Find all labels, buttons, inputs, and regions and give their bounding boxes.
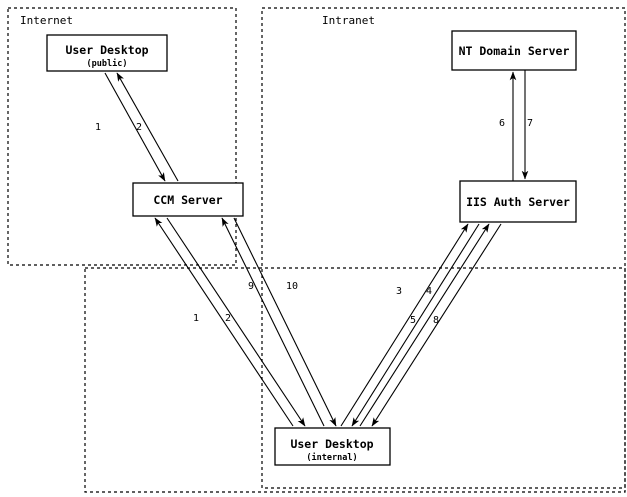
flow-step-label-10: 10 xyxy=(286,281,298,292)
node-sublabel-user-desktop-public: (public) xyxy=(87,58,128,69)
node-box-user-desktop-public[interactable] xyxy=(46,34,168,72)
flow-step-label-6: 6 xyxy=(499,118,505,129)
zone-internet-boundary xyxy=(7,7,237,266)
flow-step-label-2-public: 2 xyxy=(136,122,142,133)
flow-line-4 xyxy=(351,223,480,427)
flow-step-label-9: 9 xyxy=(248,281,254,292)
zone-intranet-boundary xyxy=(261,7,626,489)
flow-step-label-4: 4 xyxy=(426,286,432,297)
flow-step-label-8: 8 xyxy=(433,315,439,326)
node-box-ccm-server[interactable] xyxy=(132,182,244,217)
zone-label-internet: Internet xyxy=(20,14,73,27)
node-iis-auth-server[interactable]: IIS Auth Server xyxy=(459,180,577,223)
flow-line-2-internal xyxy=(166,217,306,427)
node-user-desktop-internal[interactable]: User Desktop (internal) xyxy=(274,427,391,466)
node-label-user-desktop-public: User Desktop xyxy=(65,43,148,57)
zone-boundaries xyxy=(7,7,626,493)
node-box-nt-domain-server[interactable] xyxy=(451,30,577,71)
node-user-desktop-public[interactable]: User Desktop (public) xyxy=(46,34,168,72)
node-sublabel-user-desktop-internal: (internal) xyxy=(306,452,357,463)
node-nt-domain-server[interactable]: NT Domain Server xyxy=(451,30,577,71)
flow-line-10 xyxy=(233,217,337,427)
node-box-iis-auth-server[interactable] xyxy=(459,180,577,223)
flow-line-1-public xyxy=(104,72,166,182)
flow-line-9 xyxy=(221,217,325,427)
zone-label-intranet: Intranet xyxy=(322,14,375,27)
flow-line-8 xyxy=(371,223,502,427)
flow-step-label-1-public: 1 xyxy=(95,122,101,133)
flow-line-5 xyxy=(359,223,490,427)
node-label-user-desktop-internal: User Desktop xyxy=(290,437,373,451)
flow-line-3 xyxy=(340,223,469,427)
node-label-nt-domain-server: NT Domain Server xyxy=(459,44,570,58)
flow-step-label-2-internal: 2 xyxy=(225,313,231,324)
flow-line-1-internal xyxy=(154,217,294,427)
node-label-ccm-server: CCM Server xyxy=(153,193,222,207)
flow-step-labels: 1 2 1 2 3 4 5 6 7 8 9 10 xyxy=(95,118,533,326)
flow-step-label-1-internal: 1 xyxy=(193,313,199,324)
flow-line-2-public xyxy=(116,72,179,182)
node-ccm-server[interactable]: CCM Server xyxy=(132,182,244,217)
flow-step-label-5: 5 xyxy=(410,315,416,326)
node-box-user-desktop-internal[interactable] xyxy=(274,427,391,466)
flow-step-label-3: 3 xyxy=(396,286,402,297)
flow-step-label-7: 7 xyxy=(527,118,533,129)
node-label-iis-auth-server: IIS Auth Server xyxy=(466,195,570,209)
zone-internal-lan-boundary xyxy=(84,267,626,493)
flow-connections xyxy=(104,70,529,427)
